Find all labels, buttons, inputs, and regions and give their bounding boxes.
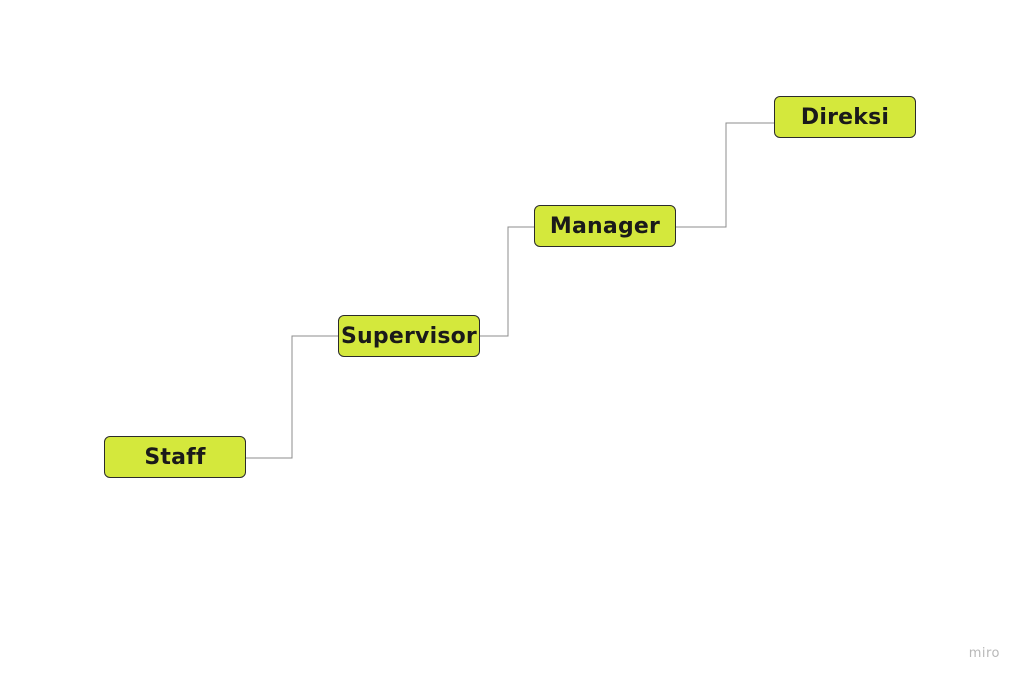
node-direksi[interactable]: Direksi [774, 96, 916, 138]
connector-staff-supervisor [246, 335, 338, 459]
node-manager[interactable]: Manager [534, 205, 676, 247]
node-staff[interactable]: Staff [104, 436, 246, 478]
node-supervisor[interactable]: Supervisor [338, 315, 480, 357]
miro-watermark: miro [968, 646, 1000, 661]
connector-supervisor-manager [480, 226, 534, 337]
connector-manager-direksi [676, 122, 774, 228]
